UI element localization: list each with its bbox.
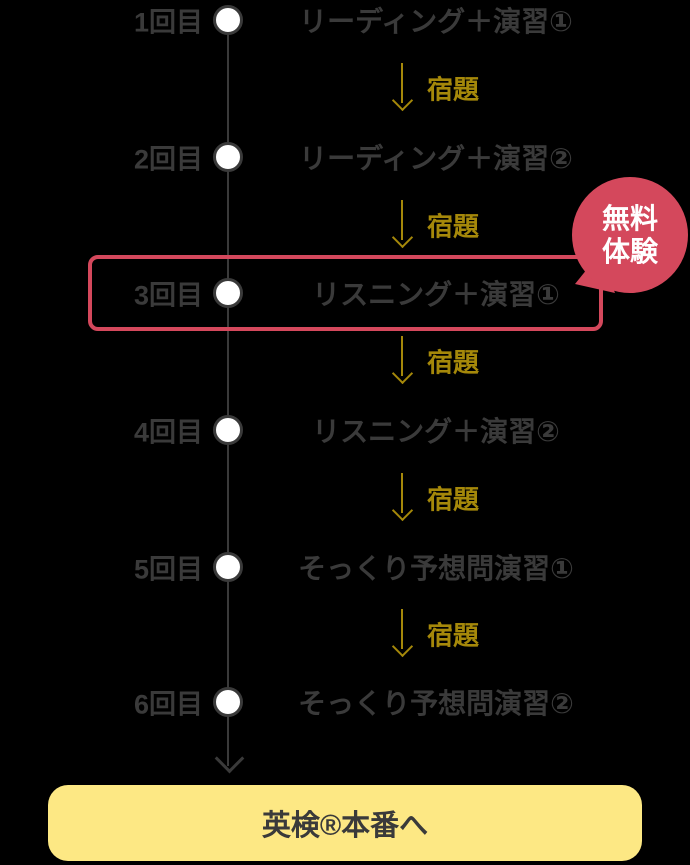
down-arrow-icon <box>401 200 403 240</box>
free-trial-badge: 無料 体験 <box>572 177 688 293</box>
session-row-5: 5回目 そっくり予想問演習① <box>0 547 690 587</box>
timeline-end-arrow-icon <box>214 743 245 774</box>
session-row-3: 3回目 リスニング＋演習① <box>0 273 690 313</box>
down-arrow-head-icon <box>391 362 414 385</box>
timeline-dot-icon <box>213 552 243 582</box>
free-trial-badge-line1: 無料 <box>601 202 658 234</box>
session-number-label: 2回目 <box>133 144 203 175</box>
session-number-label: 5回目 <box>133 554 203 585</box>
eiken-exam-button-label: 英検®本番へ <box>261 810 429 842</box>
free-trial-highlight-box <box>88 255 603 331</box>
free-trial-badge-line2: 体験 <box>601 236 658 267</box>
homework-step: 宿題 <box>390 607 530 661</box>
timeline-dot-icon <box>213 5 243 35</box>
homework-label: 宿題 <box>427 347 480 378</box>
down-arrow-icon <box>401 473 403 513</box>
homework-label: 宿題 <box>427 484 480 515</box>
down-arrow-icon <box>401 336 403 376</box>
homework-step: 宿題 <box>390 198 530 252</box>
session-row-1: 1回目 リーディング＋演習① <box>0 0 690 40</box>
homework-label: 宿題 <box>427 211 480 242</box>
session-title: リーディング＋演習① <box>299 6 573 37</box>
session-row-2: 2回目 リーディング＋演習② <box>0 137 690 177</box>
timeline-dot-icon <box>213 415 243 445</box>
timeline-line <box>227 20 229 766</box>
down-arrow-head-icon <box>391 499 414 522</box>
down-arrow-head-icon <box>391 89 414 112</box>
session-number-label: 4回目 <box>133 417 203 448</box>
timeline-dot-icon <box>213 687 243 717</box>
down-arrow-icon <box>401 609 403 649</box>
session-title: リスニング＋演習② <box>312 416 560 447</box>
homework-step: 宿題 <box>390 471 530 525</box>
session-number-label: 1回目 <box>133 7 203 38</box>
session-row-6: 6回目 そっくり予想問演習② <box>0 682 690 722</box>
timeline-dot-icon <box>213 278 243 308</box>
timeline-dot-icon <box>213 142 243 172</box>
homework-step: 宿題 <box>390 334 530 388</box>
session-title: リスニング＋演習① <box>312 279 560 310</box>
down-arrow-head-icon <box>391 635 414 658</box>
session-title: リーディング＋演習② <box>299 143 573 174</box>
homework-label: 宿題 <box>427 74 480 105</box>
homework-step: 宿題 <box>390 61 530 115</box>
session-title: そっくり予想問演習② <box>298 688 574 719</box>
session-title: そっくり予想問演習① <box>298 553 574 584</box>
down-arrow-head-icon <box>391 226 414 249</box>
session-number-label: 3回目 <box>133 280 203 311</box>
session-number-label: 6回目 <box>133 689 203 720</box>
homework-label: 宿題 <box>427 620 480 651</box>
down-arrow-icon <box>401 63 403 103</box>
eiken-exam-button[interactable]: 英検®本番へ <box>48 785 642 861</box>
session-row-4: 4回目 リスニング＋演習② <box>0 410 690 450</box>
